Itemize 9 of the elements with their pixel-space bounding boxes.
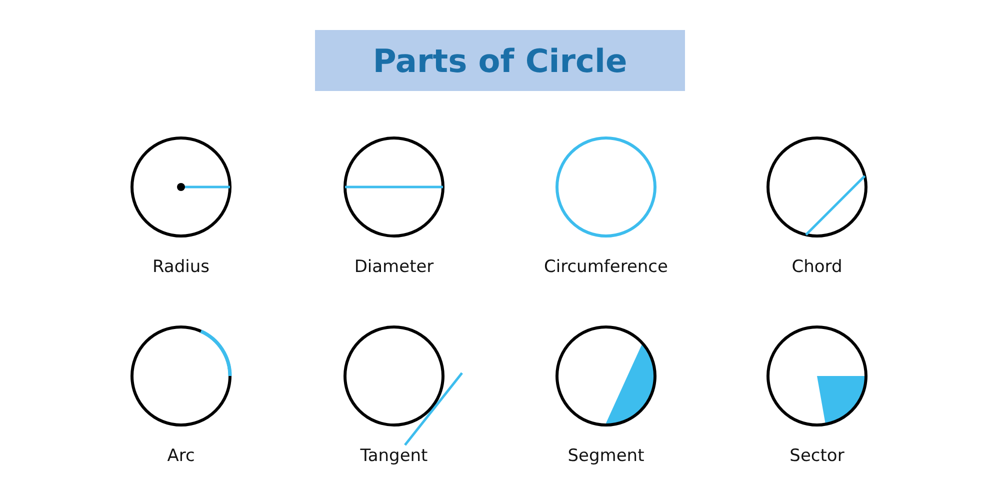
part-label: Chord <box>790 257 844 277</box>
part-label: Sector <box>788 446 846 466</box>
part-label: Arc <box>166 446 196 466</box>
part-label: Diameter <box>353 257 435 277</box>
title-banner: Parts of Circle <box>315 30 685 91</box>
part-label: Circumference <box>543 257 669 277</box>
part-label: Radius <box>151 257 210 277</box>
part-label: Segment <box>566 446 646 466</box>
part-label: Tangent <box>359 446 429 466</box>
